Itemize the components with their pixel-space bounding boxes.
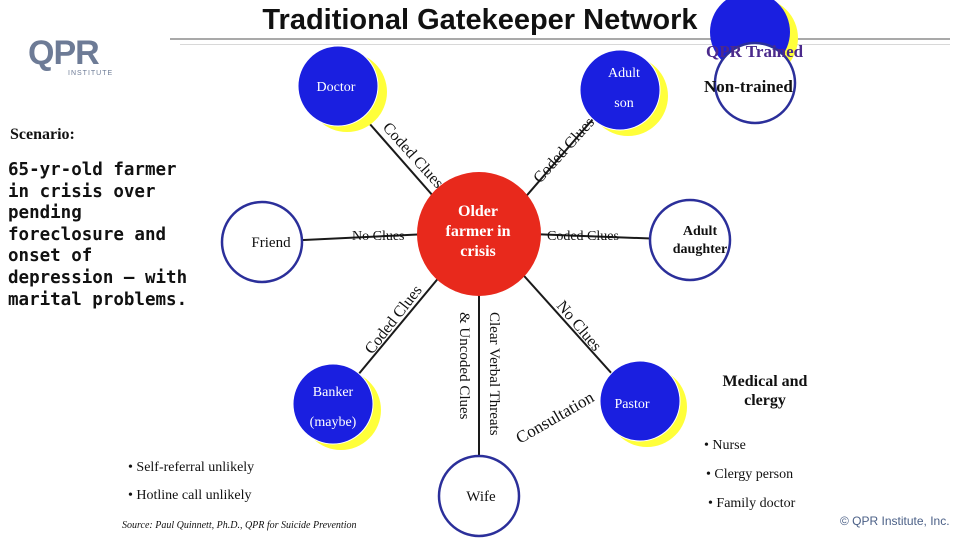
edge-label-friend: No Clues	[352, 229, 405, 244]
label-daughter-line2: daughter	[673, 242, 727, 257]
legend-nontrained-circle	[713, 41, 797, 125]
scenario-label: Scenario:	[10, 126, 75, 143]
label-banker-line2: (maybe)	[310, 415, 357, 430]
trained-node-labels: Doctor Adult son Banker (maybe) Pastor	[310, 66, 650, 430]
label-center-line2: farmer in	[445, 223, 510, 240]
source-citation: Source: Paul Quinnett, Ph.D., QPR for Su…	[122, 520, 357, 531]
title-rule-shadow	[180, 44, 950, 45]
label-doctor: Doctor	[317, 80, 356, 95]
medical-title-line2: clergy	[744, 392, 786, 409]
edge-label-wife-line2: & Uncoded Clues	[456, 312, 472, 420]
node-banker	[292, 363, 374, 445]
node-pastor	[599, 360, 681, 442]
bullet-self-referral: • Self-referral unlikely	[128, 460, 255, 475]
label-wife: Wife	[466, 489, 496, 505]
edge-label-daughter: Coded Clues	[547, 229, 619, 244]
edge-label-doctor: Coded Clues	[379, 119, 447, 191]
qpr-logo: QPR INSTITUTE	[28, 36, 112, 84]
node-wife	[437, 454, 521, 538]
label-banker-line1: Banker	[313, 385, 354, 400]
bullet-hotline: • Hotline call unlikely	[128, 488, 252, 503]
edge-label-pastor-far: Consultation	[513, 387, 598, 447]
node-adult-daughter	[648, 198, 732, 282]
title-rule	[170, 38, 950, 40]
legend-trained-label: QPR Trained	[706, 42, 804, 61]
node-center	[417, 172, 541, 296]
label-son-line2: son	[614, 96, 633, 111]
edge-label-pastor-near: No Clues	[553, 298, 605, 355]
scenario-text: 65-yr-old farmer in crisis over pending …	[8, 160, 188, 310]
legend-nontrained-label: Non-trained	[704, 77, 793, 96]
label-center-line3: crisis	[460, 243, 496, 260]
copyright: © QPR Institute, Inc.	[840, 514, 950, 528]
medical-title: Medical and clergy	[700, 372, 830, 410]
node-doctor	[297, 45, 379, 127]
medical-item-clergy: • Clergy person	[706, 467, 794, 482]
logo-subtext: INSTITUTE	[68, 70, 114, 77]
nontrained-nodes	[220, 198, 732, 538]
medical-item-nurse: • Nurse	[704, 438, 746, 453]
label-son-line1: Adult	[608, 66, 640, 81]
label-daughter-line1: Adult	[683, 224, 718, 239]
label-center-line1: Older	[458, 203, 498, 220]
page-title: Traditional Gatekeeper Network	[262, 4, 698, 36]
trained-nodes	[292, 45, 681, 445]
center-node-labels: Older farmer in crisis	[445, 203, 510, 260]
node-adult-son	[579, 49, 661, 131]
label-friend: Friend	[251, 235, 291, 251]
nontrained-node-labels: Friend Adult daughter Wife	[251, 224, 727, 505]
logo-text: QPR	[28, 34, 100, 72]
edge-label-banker: Coded Clues	[362, 282, 426, 357]
medical-item-doctor: • Family doctor	[708, 496, 796, 511]
medical-title-line1: Medical and	[722, 373, 808, 390]
edge-label-wife-line1: Clear Verbal Threats	[486, 312, 502, 436]
label-pastor: Pastor	[615, 397, 650, 412]
node-friend	[220, 200, 304, 284]
edge-label-son: Coded Clues	[530, 114, 598, 186]
